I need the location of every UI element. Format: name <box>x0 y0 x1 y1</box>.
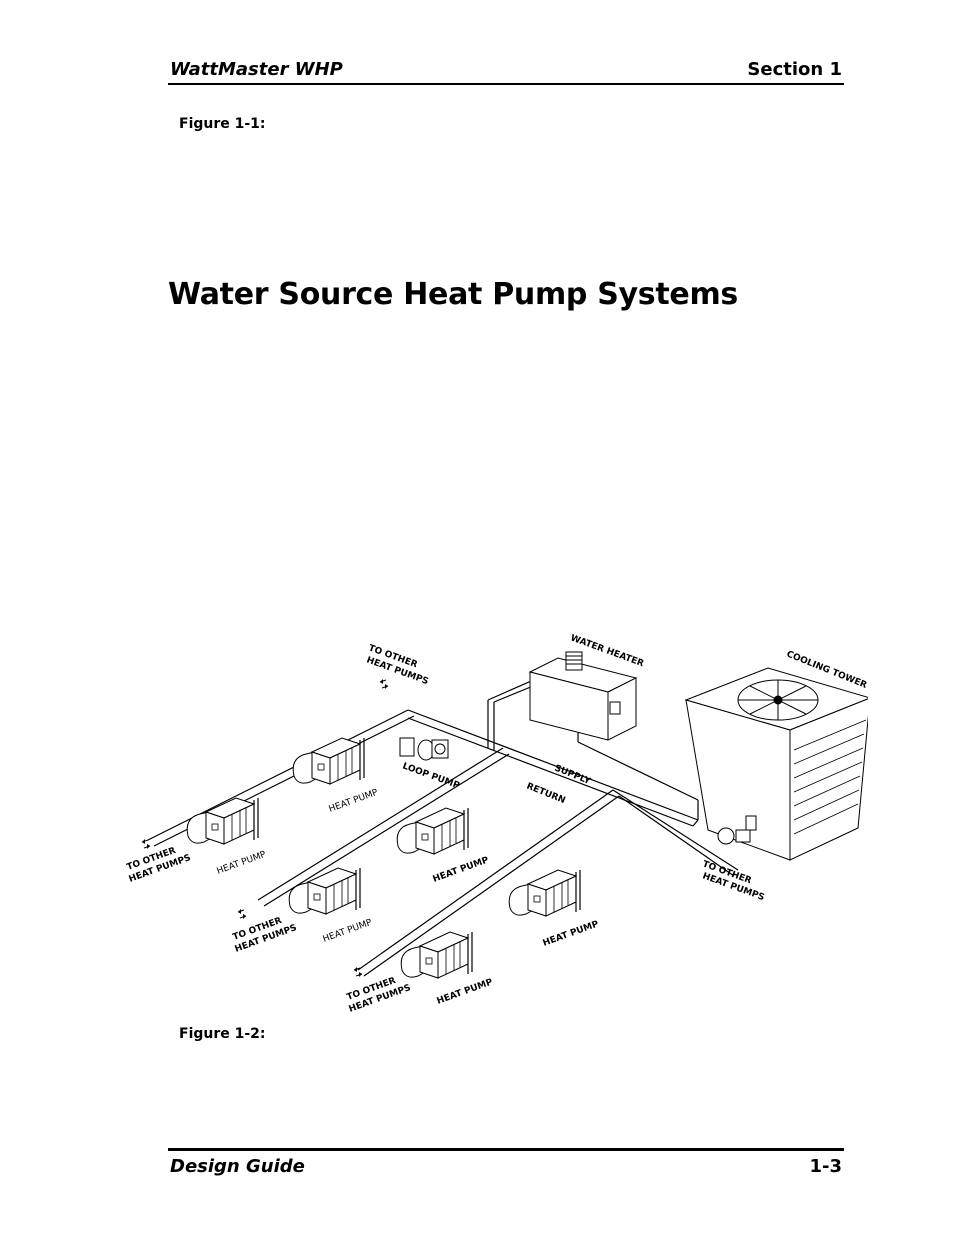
section-title: Water Source Heat Pump Systems <box>168 277 738 312</box>
label-heat-pump-3: HEAT PUMP <box>432 855 491 885</box>
label-loop-pump: LOOP PUMP <box>401 761 461 791</box>
page-number: 1-3 <box>809 1156 842 1177</box>
label-heat-pump-1: HEAT PUMP <box>328 788 380 815</box>
label-heat-pump-5: HEAT PUMP <box>542 919 601 949</box>
footer-doc-name: Design Guide <box>170 1156 305 1177</box>
header-section: Section 1 <box>747 59 842 80</box>
label-return: RETURN <box>525 782 567 807</box>
label-heat-pump-4: HEAT PUMP <box>322 918 374 945</box>
system-diagram: WATER HEATER COOLING TOWER LOOP PUMP SUP… <box>126 633 868 1015</box>
header-doc-title: WattMaster WHP <box>170 59 343 80</box>
figure-1-2-caption: Figure 1-2: <box>179 1026 266 1042</box>
label-heat-pump-2: HEAT PUMP <box>216 850 268 877</box>
header-rule <box>168 83 844 85</box>
footer-rule <box>168 1148 844 1151</box>
label-heat-pump-6: HEAT PUMP <box>436 977 495 1007</box>
figure-1-1-caption: Figure 1-1: <box>179 116 266 132</box>
